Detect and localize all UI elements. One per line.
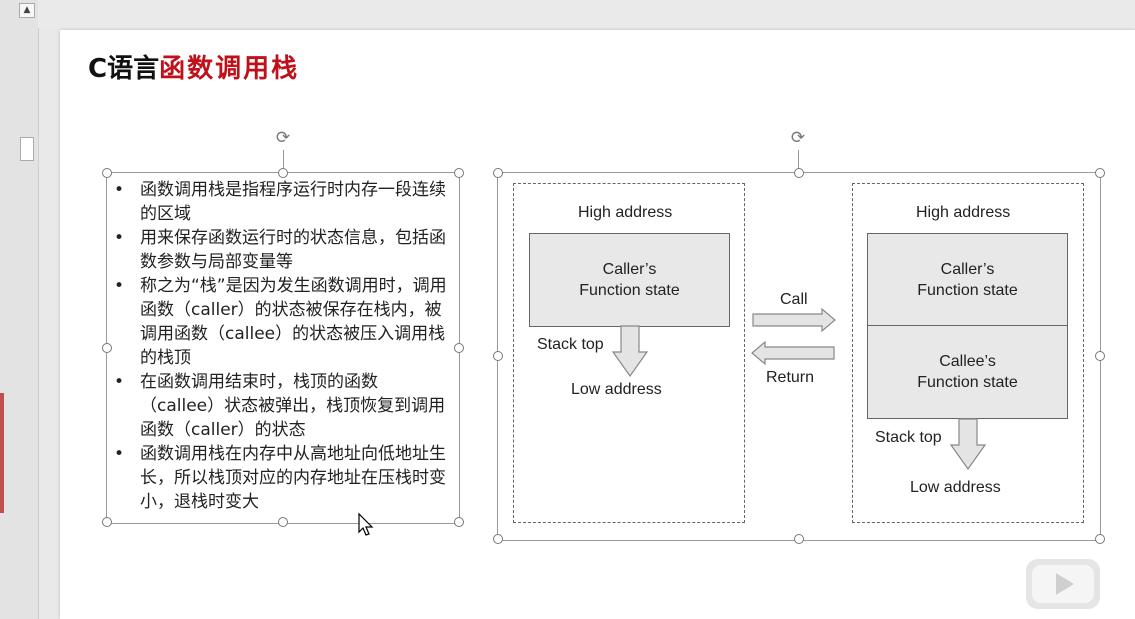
call-label: Call [780, 291, 808, 308]
rotate-handle-icon[interactable]: ⟳ [275, 128, 291, 148]
caller-label-line1: Caller’s [602, 261, 657, 278]
current-slide-marker [0, 393, 4, 513]
down-arrow-icon [949, 418, 987, 471]
left-high-address-label: High address [578, 204, 673, 221]
right-low-address-label: Low address [910, 479, 1001, 496]
resize-handle-bc[interactable] [794, 534, 804, 544]
resize-handle-bl[interactable] [493, 534, 503, 544]
resize-handle-tc[interactable] [794, 168, 804, 178]
left-arrow-icon [751, 340, 835, 366]
resize-handle-tr[interactable] [454, 168, 464, 178]
resize-handle-bl[interactable] [102, 517, 112, 527]
resize-handle-tc[interactable] [278, 168, 288, 178]
slide-thumbnail-panel: ▲ [0, 0, 39, 619]
resize-handle-bc[interactable] [278, 517, 288, 527]
resize-handle-mr[interactable] [1095, 351, 1105, 361]
caller-label-line2: Function state [579, 282, 680, 299]
bullet-item: 用来保存函数运行时的状态信息，包括函数参数与局部变量等 [112, 226, 452, 274]
right-high-address-label: High address [916, 204, 1011, 221]
left-low-address-label: Low address [571, 381, 662, 398]
resize-handle-br[interactable] [1095, 534, 1105, 544]
collapse-panel-button[interactable]: ▲ [19, 3, 35, 18]
caller-label-line1: Caller’s [940, 261, 995, 278]
bilibili-logo-icon [1026, 547, 1100, 609]
resize-handle-tr[interactable] [1095, 168, 1105, 178]
mouse-cursor-icon [358, 512, 374, 536]
resize-handle-mr[interactable] [454, 343, 464, 353]
scrollbar-thumb[interactable] [20, 137, 34, 161]
resize-handle-br[interactable] [454, 517, 464, 527]
slide-title[interactable]: C语言函数调用栈 [88, 48, 299, 85]
left-stack-top-label: Stack top [537, 336, 604, 353]
right-stack-frame [852, 183, 1084, 523]
right-stack-top-label: Stack top [875, 429, 942, 446]
resize-handle-tl[interactable] [102, 168, 112, 178]
title-main: 函数调用栈 [159, 54, 300, 84]
callee-label-line1: Callee’s [939, 353, 996, 370]
right-caller-state-box: Caller’s Function state [867, 233, 1068, 327]
callee-label-line2: Function state [917, 374, 1018, 391]
resize-handle-tl[interactable] [493, 168, 503, 178]
caller-label-line2: Function state [917, 282, 1018, 299]
bullet-item: 在函数调用结束时，栈顶的函数（callee）状态被弹出，栈顶恢复到调用函数（ca… [112, 370, 452, 442]
return-label: Return [766, 369, 815, 386]
bullet-item: 函数调用栈是指程序运行时内存一段连续的区域 [112, 178, 452, 226]
title-prefix: C语言 [88, 54, 160, 84]
rotate-stem [283, 150, 284, 172]
down-arrow-icon [611, 325, 649, 378]
right-callee-state-box: Callee’s Function state [867, 325, 1068, 419]
resize-handle-ml[interactable] [102, 343, 112, 353]
bullet-list[interactable]: 函数调用栈是指程序运行时内存一段连续的区域 用来保存函数运行时的状态信息，包括函… [112, 178, 452, 514]
rotate-handle-icon[interactable]: ⟳ [790, 128, 806, 148]
toolbar-strip [38, 0, 1135, 28]
bullet-item: 称之为“栈”是因为发生函数调用时，调用函数（caller）的状态被保存在栈内，被… [112, 274, 452, 370]
right-arrow-icon [752, 307, 836, 333]
left-caller-state-box: Caller’s Function state [529, 233, 730, 327]
rotate-stem [798, 150, 799, 172]
bullet-item: 函数调用栈在内存中从高地址向低地址生长，所以栈顶对应的内存地址在压栈时变小，退栈… [112, 442, 452, 514]
left-stack-frame [513, 183, 745, 523]
resize-handle-ml[interactable] [493, 351, 503, 361]
